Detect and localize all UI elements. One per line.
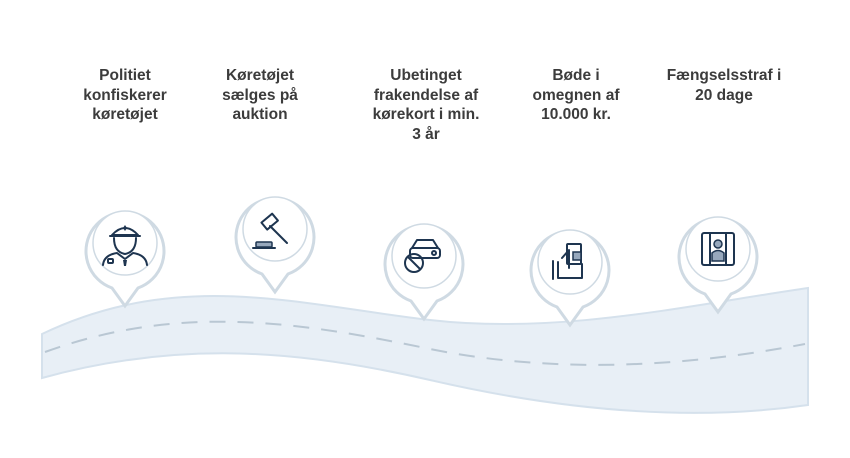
step-pin-3 [383, 223, 465, 322]
step-label-3: Ubetinget frakendelse af kørekort i min.… [372, 67, 480, 143]
step-label-4: Bøde i omegnen af 10.000 kr. [532, 67, 620, 123]
step-pin-4 [529, 229, 611, 328]
road-center-dashes [44, 320, 806, 366]
police-officer-icon [102, 225, 148, 266]
prisoner-jail-icon [701, 232, 735, 266]
no-driving-car-icon [404, 239, 441, 273]
step-label-2: Køretøjet sælges på auktion [222, 67, 298, 123]
auction-gavel-icon [252, 212, 288, 249]
step-pin-2 [234, 196, 316, 295]
road [41, 286, 809, 414]
step-pin-5 [677, 216, 759, 315]
step-pin-1 [84, 210, 166, 309]
step-label-5: Fængselsstraf i 20 dage [666, 67, 782, 104]
fine-payment-icon [552, 243, 583, 280]
step-label-1: Politiet konfiskerer køretøjet [83, 67, 167, 123]
